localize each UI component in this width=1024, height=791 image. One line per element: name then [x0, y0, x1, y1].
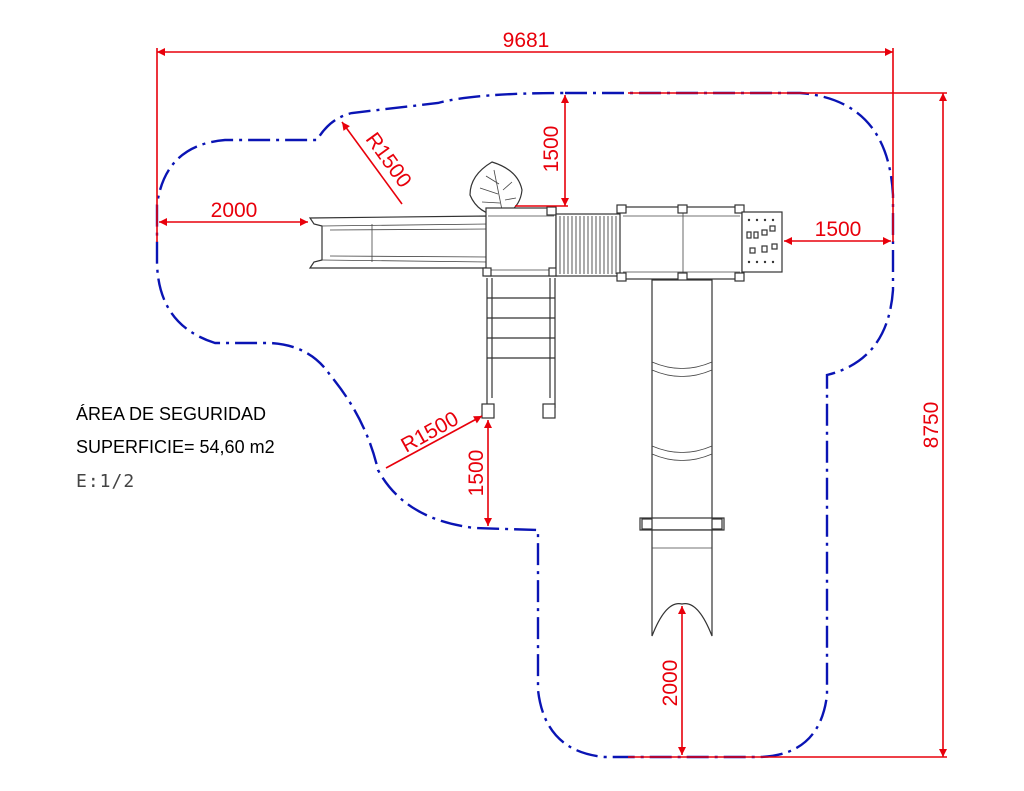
- overall-width-label: 9681: [503, 29, 550, 52]
- radius-ladder-label: R1500: [397, 407, 462, 457]
- right-tower-platform: [616, 204, 745, 282]
- left-tower-platform: [485, 207, 557, 277]
- tube-slide: [639, 279, 725, 637]
- dimension-labels: 9681 8750 2000 1500 1500 1500 2000 R1500…: [211, 29, 943, 706]
- dimension-lines: [156, 48, 947, 758]
- scale-note: E:1/2: [76, 471, 136, 492]
- overall-depth-label: 8750: [920, 402, 943, 449]
- play-structure: [308, 161, 783, 637]
- right-clearance-label: 1500: [815, 218, 862, 241]
- safety-area-outline: [155, 91, 895, 759]
- left-clearance-label: 2000: [211, 199, 258, 222]
- climbing-panel: [741, 211, 783, 273]
- safety-area-title: ÁREA DE SEGURIDAD: [76, 404, 267, 424]
- surface-area-note: SUPERFICIE= 54,60 m2: [76, 437, 275, 457]
- ladder: [481, 278, 556, 419]
- open-slide: [308, 215, 489, 269]
- exit-clearance-label: 2000: [659, 660, 682, 707]
- tunnel-bridge: [555, 213, 623, 277]
- top-clearance-label: 1500: [540, 126, 563, 173]
- ladder-clearance-label: 1500: [465, 450, 488, 497]
